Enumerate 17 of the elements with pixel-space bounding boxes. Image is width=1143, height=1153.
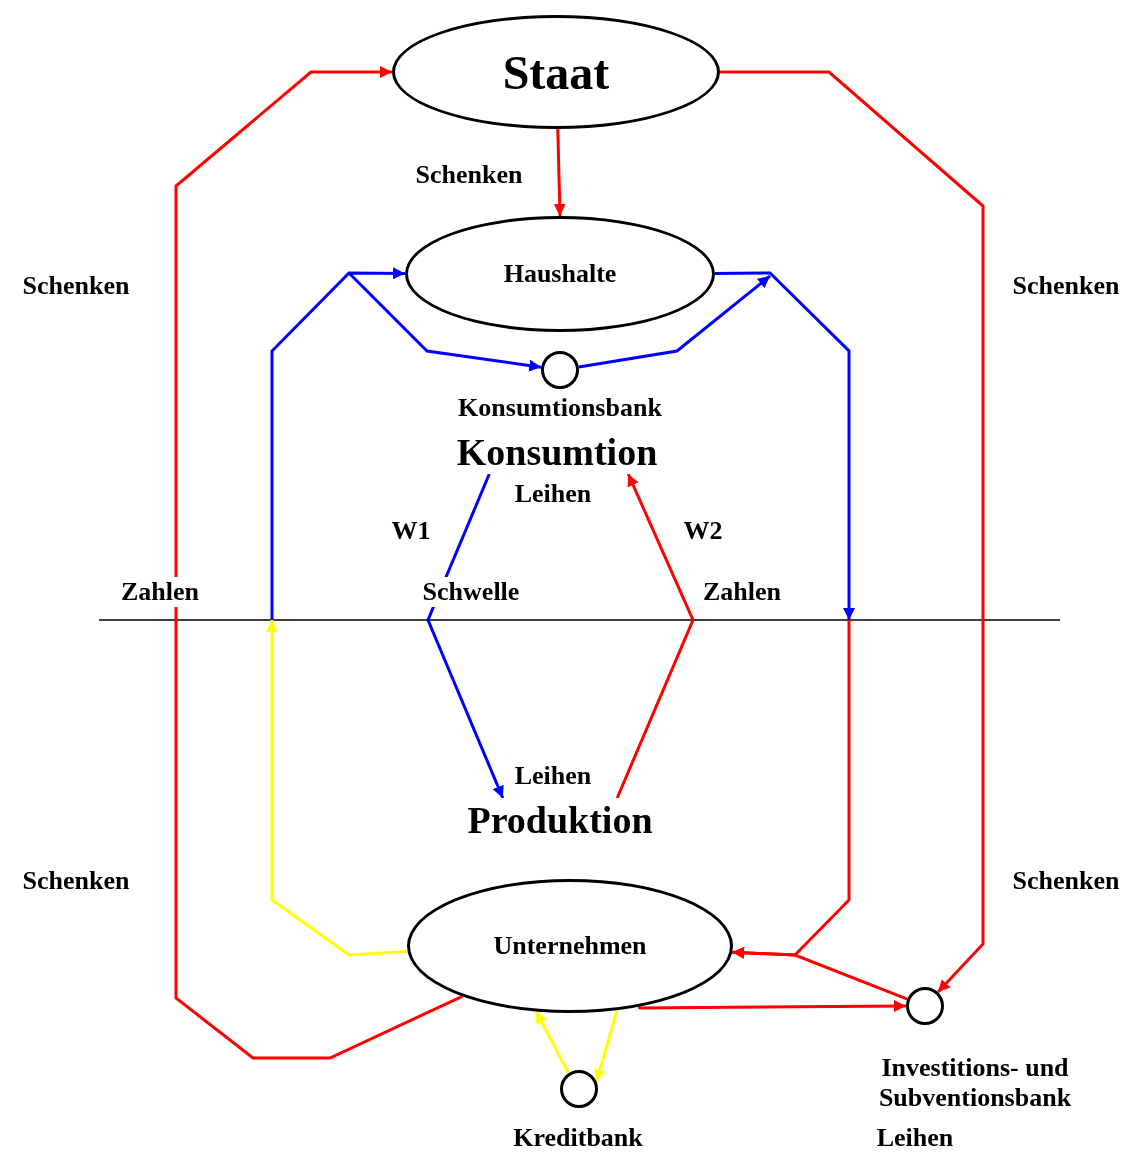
arrow bbox=[637, 1000, 906, 1013]
arrow bbox=[553, 128, 566, 217]
arrow bbox=[732, 620, 851, 959]
arrow bbox=[347, 271, 542, 372]
node-label: Staat bbox=[502, 44, 610, 100]
arrow bbox=[720, 70, 985, 994]
arrow bbox=[266, 620, 408, 957]
node-label: Unternehmen bbox=[493, 931, 647, 961]
arrow bbox=[174, 66, 463, 1060]
text-label: Schwelle bbox=[422, 577, 520, 607]
arrow bbox=[578, 274, 771, 369]
text-label: Zahlen bbox=[121, 577, 199, 607]
arrow bbox=[715, 271, 855, 620]
node-label: Haushalte bbox=[503, 259, 617, 289]
arrow bbox=[615, 473, 695, 799]
arrow bbox=[426, 473, 505, 799]
arrow bbox=[270, 267, 405, 620]
